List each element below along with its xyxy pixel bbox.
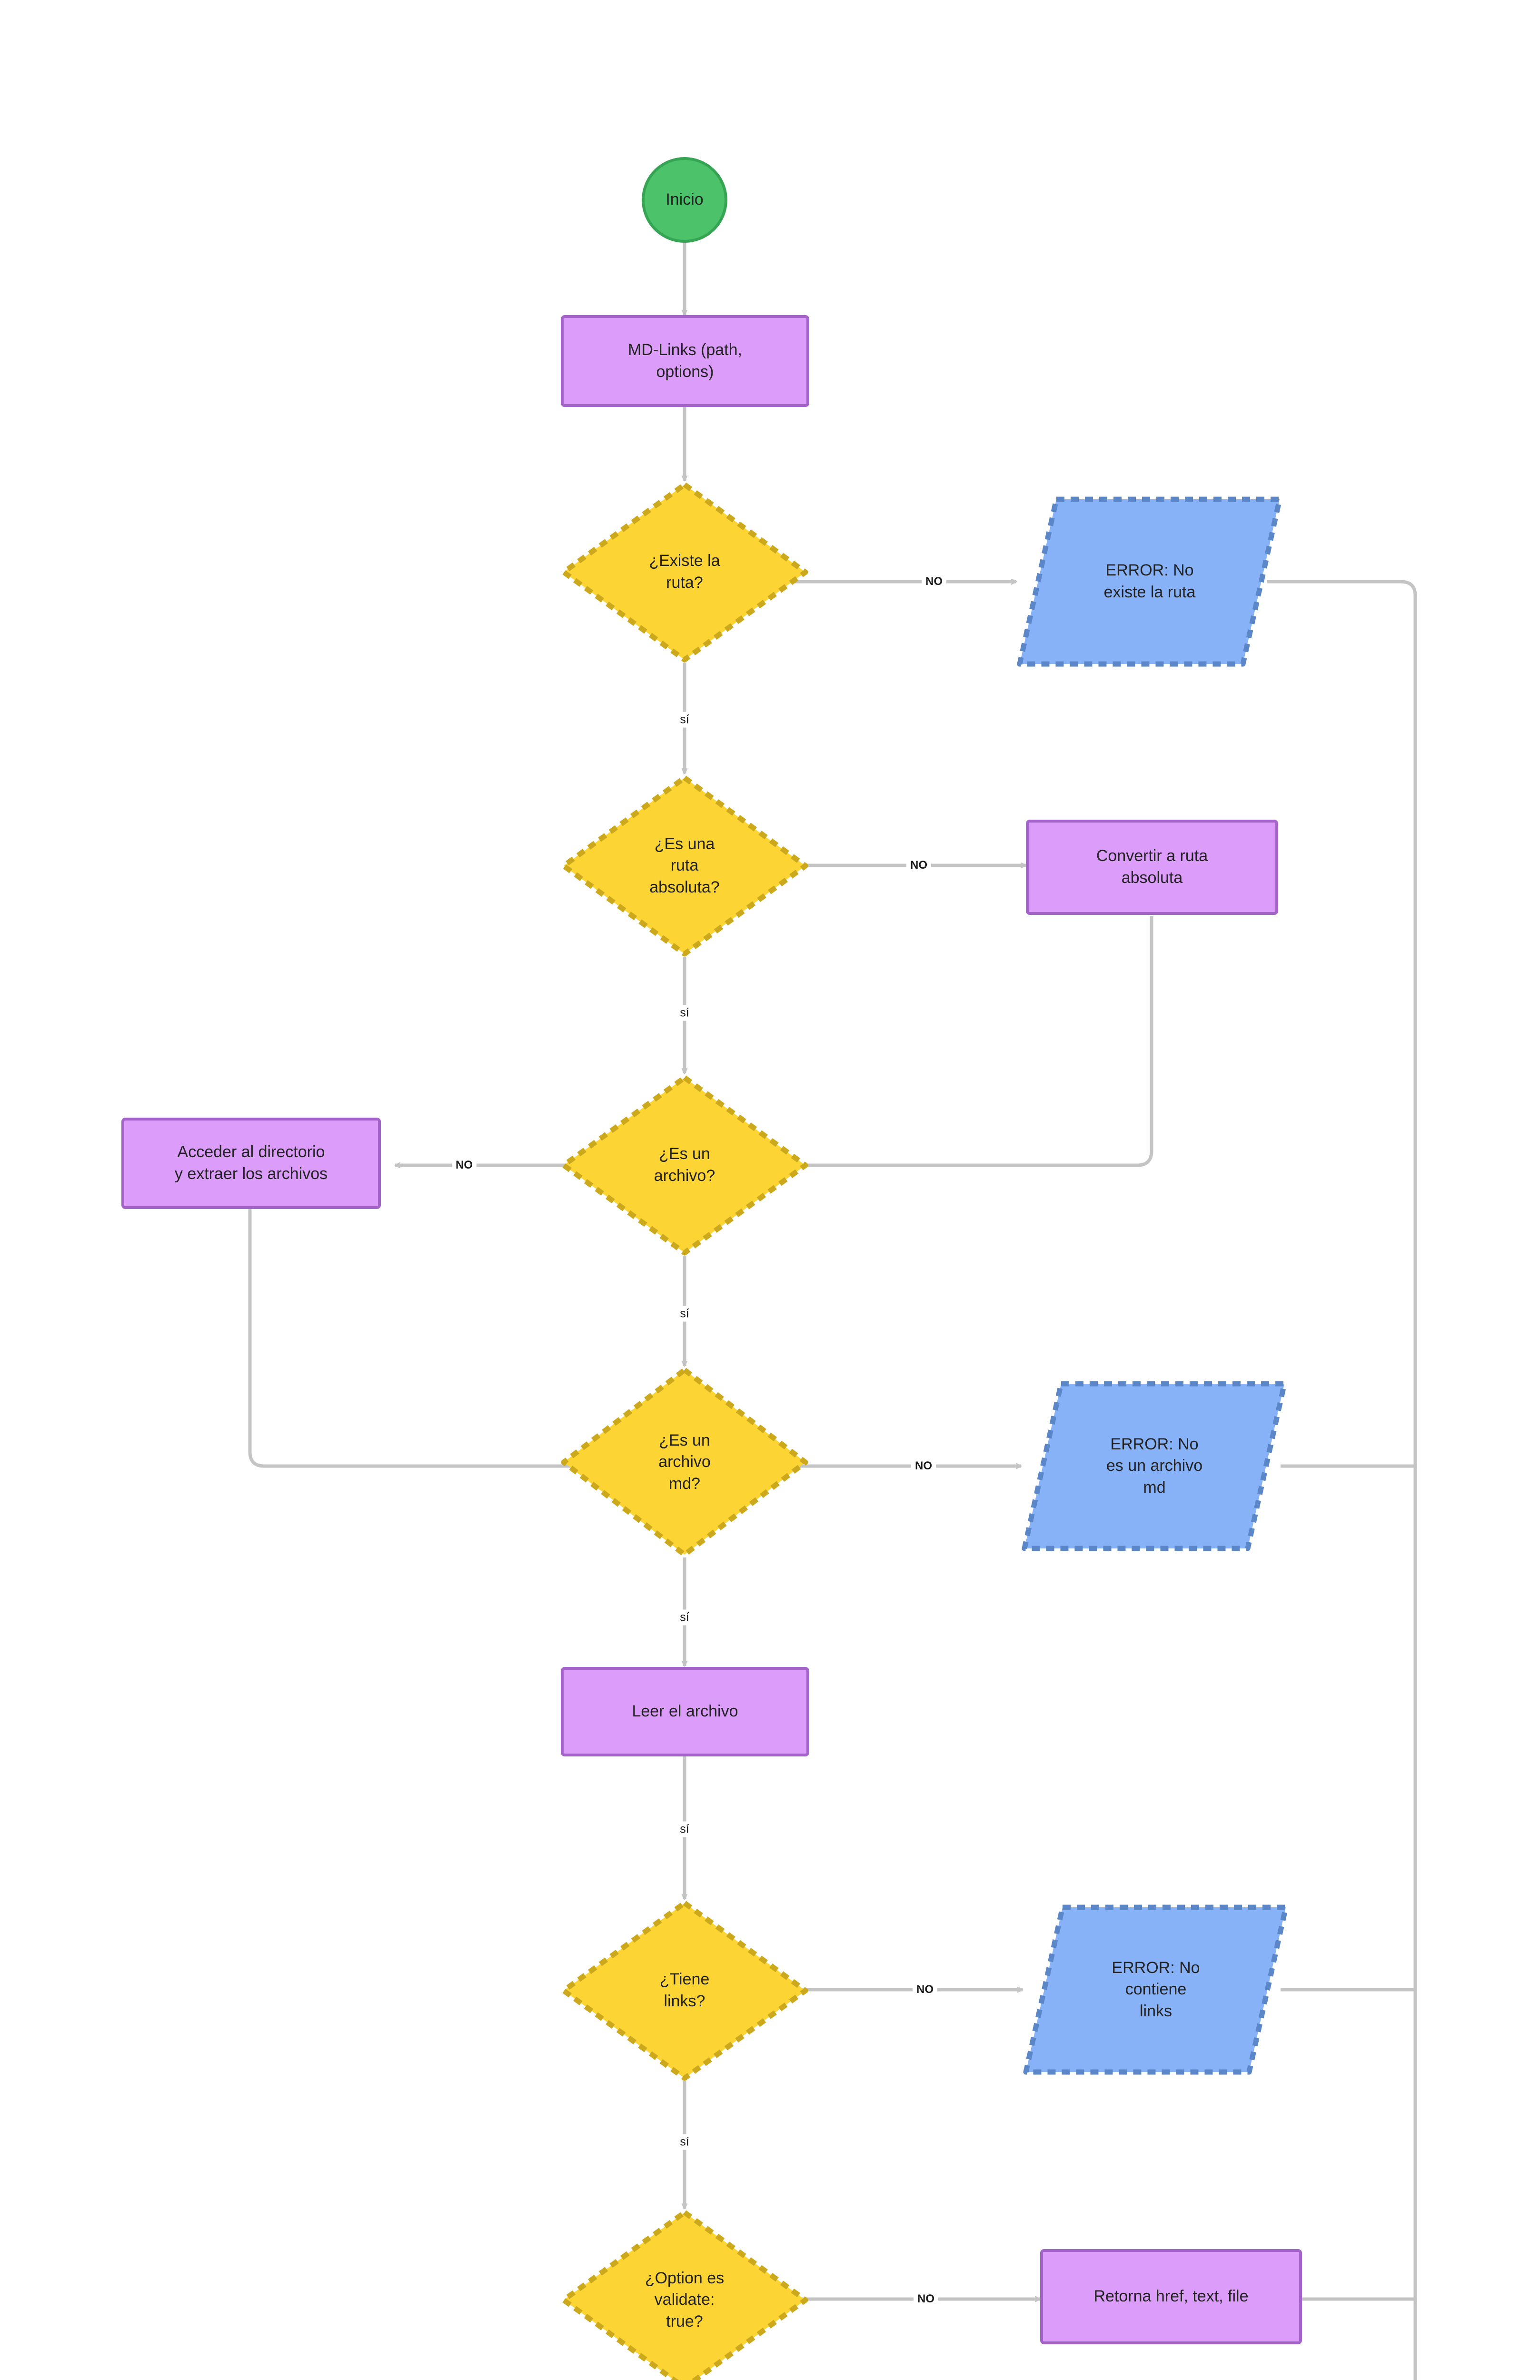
diamond-shape <box>561 1075 808 1256</box>
node-es-un-archivo-label: ¿Es un archivo? <box>654 1145 715 1185</box>
node-es-una-ruta-absoluta[interactable]: ¿Es una ruta absoluta? <box>561 775 808 957</box>
edge-label-tienelinks-no: NO <box>913 1982 937 1997</box>
node-tiene-links-label: ¿Tiene links? <box>659 1970 710 2010</box>
edge-label-esarchivo-si: sí <box>676 1306 693 1322</box>
edge-label-existe-no: NO <box>922 574 946 589</box>
node-es-un-archivo-md[interactable]: ¿Es un archivo md? <box>561 1367 808 1557</box>
edge-label-existe-si: sí <box>676 712 693 728</box>
node-acceder-al-directorio-label: Acceder al directorio y extraer los arch… <box>174 1143 328 1183</box>
node-error-no-contiene-links[interactable]: ERROR: No contiene links <box>1023 1904 1289 2075</box>
node-leer-el-archivo[interactable]: Leer el archivo <box>561 1667 809 1756</box>
node-acceder-al-directorio[interactable]: Acceder al directorio y extraer los arch… <box>121 1118 381 1209</box>
diamond-shape <box>561 775 808 957</box>
diamond-shape <box>561 2210 808 2380</box>
parallelogram-shape <box>1023 1904 1289 2075</box>
diamond-shape <box>561 1367 808 1557</box>
node-convertir-a-ruta-absoluta-label: Convertir a ruta absoluta <box>1096 847 1208 887</box>
node-option-es-validate-true[interactable]: ¿Option es validate: true? <box>561 2210 808 2380</box>
node-inicio-label: Inicio <box>666 190 704 209</box>
node-es-un-archivo[interactable]: ¿Es un archivo? <box>561 1075 808 1256</box>
node-option-es-validate-true-label: ¿Option es validate: true? <box>645 2269 725 2330</box>
edge-label-esmd-no: NO <box>911 1458 936 1474</box>
node-inicio[interactable]: Inicio <box>642 157 727 243</box>
parallelogram-shape <box>1022 1381 1287 1551</box>
parallelogram-shape <box>1017 496 1282 667</box>
edge-label-tienelinks-si: sí <box>676 2134 693 2150</box>
node-retorna-href-text-file[interactable]: Retorna href, text, file <box>1040 2249 1302 2344</box>
diamond-shape <box>561 482 808 663</box>
node-tiene-links[interactable]: ¿Tiene links? <box>561 1900 808 2081</box>
node-retorna-href-text-file-label: Retorna href, text, file <box>1093 2287 1249 2306</box>
node-convertir-a-ruta-absoluta[interactable]: Convertir a ruta absoluta <box>1026 820 1278 915</box>
node-es-un-archivo-md-label: ¿Es un archivo md? <box>658 1431 711 1493</box>
edge-label-leer-si: sí <box>676 1821 693 1837</box>
node-error-no-es-un-archivo-md[interactable]: ERROR: No es un archivo md <box>1021 1380 1288 1552</box>
node-existe-la-ruta-label: ¿Existe la ruta? <box>649 552 720 592</box>
edge-label-esarchivo-no: NO <box>452 1158 477 1173</box>
node-error-no-existe-la-ruta[interactable]: ERROR: No existe la ruta <box>1016 496 1283 667</box>
diamond-shape <box>561 1900 808 2081</box>
edge-label-esmd-si: sí <box>676 1609 693 1626</box>
node-error-no-es-un-archivo-md-label: ERROR: No es un archivo md <box>1106 1435 1203 1497</box>
node-md-links[interactable]: MD-Links (path, options) <box>561 315 809 407</box>
node-es-una-ruta-absoluta-label: ¿Es una ruta absoluta? <box>649 834 720 896</box>
node-md-links-label: MD-Links (path, options) <box>628 340 742 381</box>
node-existe-la-ruta[interactable]: ¿Existe la ruta? <box>561 482 808 663</box>
node-leer-el-archivo-label: Leer el archivo <box>632 1702 738 1721</box>
edge-label-validate-no: NO <box>914 2291 938 2307</box>
edge-label-absoluta-si: sí <box>676 1005 693 1021</box>
node-error-no-contiene-links-label: ERROR: No contiene links <box>1112 1958 1200 2020</box>
node-error-no-existe-la-ruta-label: ERROR: No existe la ruta <box>1103 561 1196 601</box>
edge-label-absoluta-no: NO <box>906 858 931 873</box>
